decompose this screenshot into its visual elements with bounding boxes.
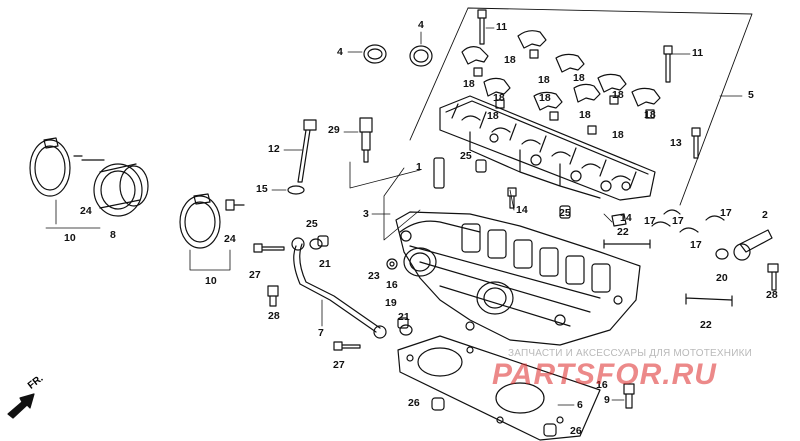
callout-8: 8 bbox=[110, 229, 116, 241]
callout-13: 13 bbox=[670, 137, 682, 149]
dowel-pins bbox=[371, 157, 613, 241]
callout-14: 14 bbox=[620, 212, 632, 224]
callout-24: 24 bbox=[80, 205, 92, 217]
plugs-4 bbox=[347, 31, 433, 67]
dowels-26 bbox=[431, 397, 557, 437]
insulator-8 bbox=[93, 163, 149, 217]
callout-21: 21 bbox=[319, 258, 331, 270]
callout-16: 16 bbox=[596, 379, 608, 391]
callout-19: 19 bbox=[385, 297, 397, 309]
callout-27: 27 bbox=[249, 269, 261, 281]
spark-plug-and-bolt bbox=[271, 117, 421, 195]
callout-25: 25 bbox=[559, 207, 571, 219]
callout-4: 4 bbox=[337, 46, 343, 58]
callout-27: 27 bbox=[333, 359, 345, 371]
callout-1: 1 bbox=[416, 161, 422, 173]
right-side-parts bbox=[507, 187, 779, 307]
callout-17: 17 bbox=[672, 215, 684, 227]
callout-28: 28 bbox=[766, 289, 778, 301]
callout-3: 3 bbox=[363, 208, 369, 220]
callout-17: 17 bbox=[690, 239, 702, 251]
callout-2: 2 bbox=[762, 209, 768, 221]
callout-10: 10 bbox=[64, 232, 76, 244]
callout-18: 18 bbox=[504, 54, 516, 66]
oil-pipe bbox=[291, 237, 387, 339]
watermark-caption: ЗАПЧАСТИ И АКСЕССУАРЫ ДЛЯ МОТОТЕХНИКИ bbox=[508, 348, 753, 359]
callout-18: 18 bbox=[487, 110, 499, 122]
callout-24: 24 bbox=[224, 233, 236, 245]
callout-11: 11 bbox=[496, 21, 508, 33]
callout-18: 18 bbox=[644, 109, 656, 121]
callout-18: 18 bbox=[573, 72, 585, 84]
holder-group-bracket bbox=[409, 7, 753, 206]
callout-25: 25 bbox=[460, 150, 472, 162]
callout-17: 17 bbox=[720, 207, 732, 219]
rocker-arms bbox=[461, 30, 661, 135]
callout-22: 22 bbox=[700, 319, 712, 331]
callout-28: 28 bbox=[268, 310, 280, 322]
small-fasteners bbox=[73, 155, 413, 351]
callout-22: 22 bbox=[617, 226, 629, 238]
bolts-11 bbox=[477, 9, 701, 159]
callout-23: 23 bbox=[368, 270, 380, 282]
callout-18: 18 bbox=[463, 78, 475, 90]
callout-18: 18 bbox=[579, 109, 591, 121]
callout-4: 4 bbox=[418, 19, 424, 31]
callout-9: 9 bbox=[604, 394, 610, 406]
callout-7: 7 bbox=[318, 327, 324, 339]
callout-10: 10 bbox=[205, 275, 217, 287]
callout-29: 29 bbox=[328, 124, 340, 136]
callout-16: 16 bbox=[386, 279, 398, 291]
callout-20: 20 bbox=[716, 272, 728, 284]
callout-12: 12 bbox=[268, 143, 280, 155]
direction-arrow bbox=[7, 393, 35, 419]
callout-21: 21 bbox=[398, 311, 410, 323]
head-gasket bbox=[397, 335, 601, 441]
callout-26: 26 bbox=[570, 425, 582, 437]
callout-15: 15 bbox=[256, 183, 268, 195]
camshaft-holder-assembly bbox=[439, 95, 656, 201]
cylinder-head bbox=[395, 211, 641, 346]
callout-26: 26 bbox=[408, 397, 420, 409]
callout-18: 18 bbox=[538, 74, 550, 86]
callout-14: 14 bbox=[516, 204, 528, 216]
callout-5: 5 bbox=[748, 89, 754, 101]
callout-18: 18 bbox=[612, 89, 624, 101]
callout-25: 25 bbox=[306, 218, 318, 230]
watermark-brand: PARTSFOR.RU bbox=[492, 358, 717, 391]
callout-18: 18 bbox=[612, 129, 624, 141]
callout-6: 6 bbox=[577, 399, 583, 411]
callout-11: 11 bbox=[692, 47, 704, 59]
bolt-9 bbox=[611, 383, 635, 409]
intake-clamps bbox=[29, 137, 231, 271]
callout-18: 18 bbox=[493, 92, 505, 104]
callout-17: 17 bbox=[644, 215, 656, 227]
callout-18: 18 bbox=[539, 92, 551, 104]
